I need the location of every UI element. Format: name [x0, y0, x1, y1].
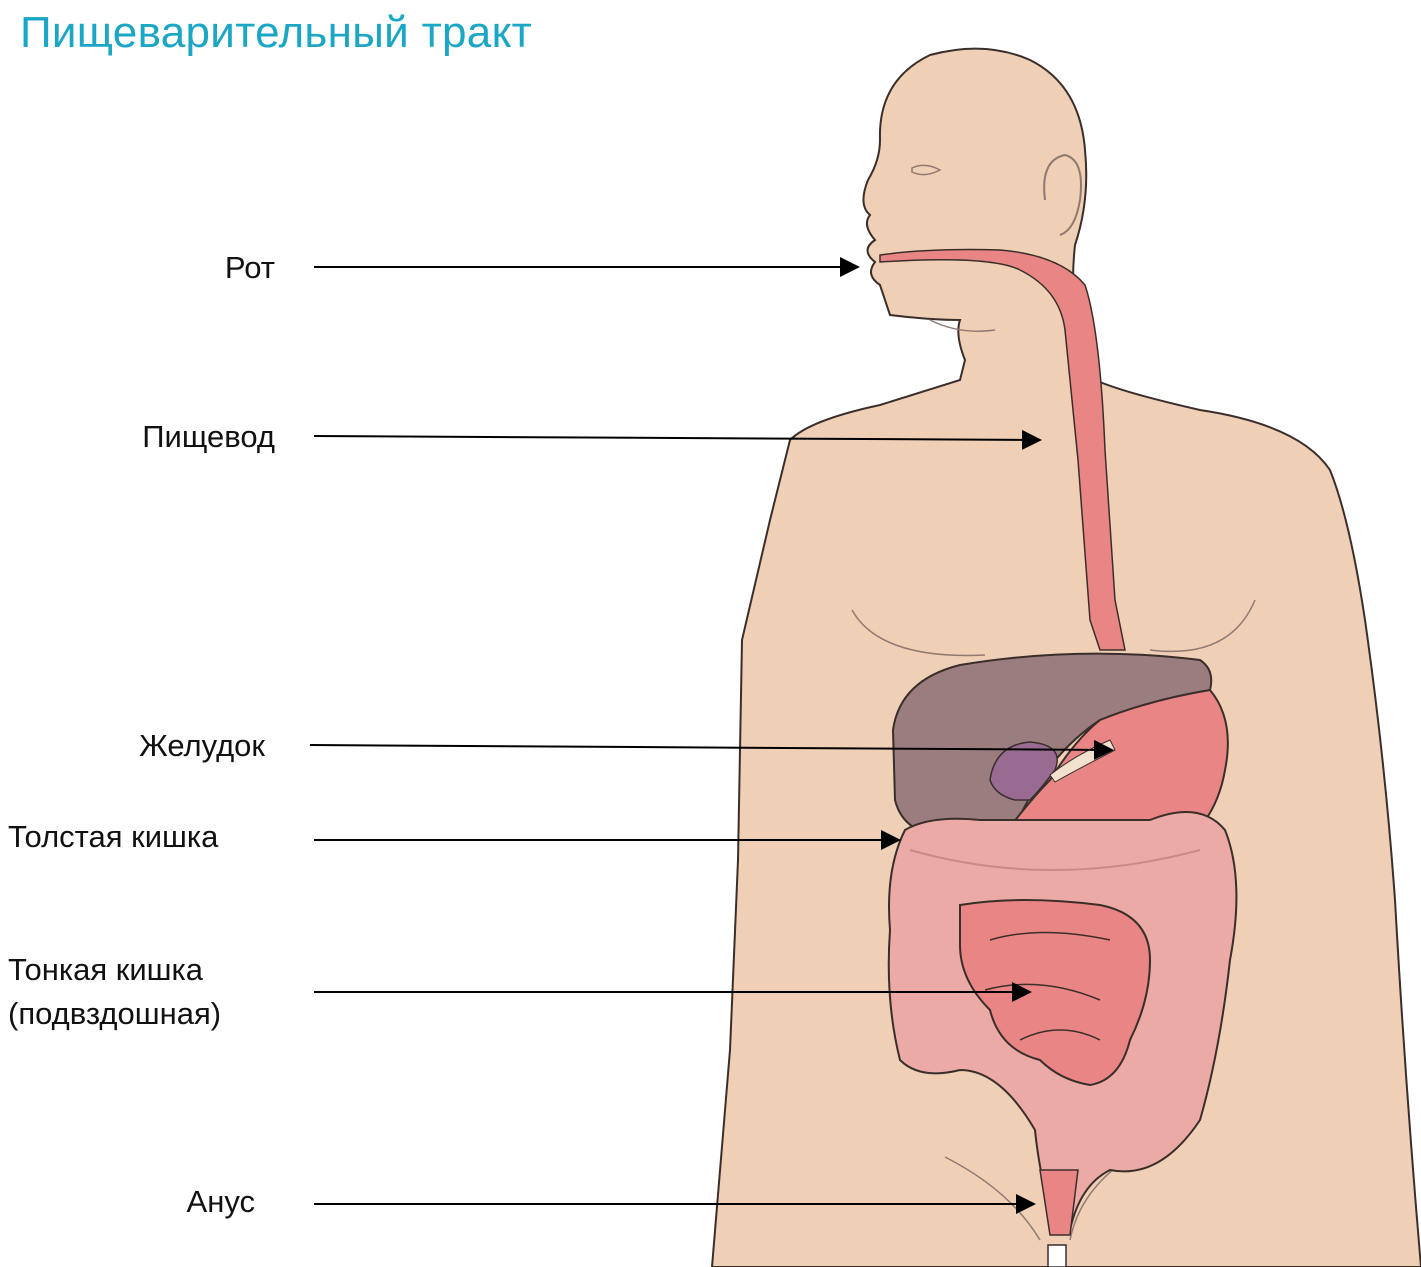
- label-mouth: Рот: [150, 248, 275, 288]
- label-small-intestine-line2: (подвздошная): [8, 994, 221, 1034]
- label-anus: Анус: [120, 1182, 255, 1222]
- label-small-intestine-line1: Тонкая кишка: [8, 950, 203, 990]
- label-esophagus: Пищевод: [80, 417, 275, 457]
- anus-opening: [1048, 1245, 1066, 1267]
- label-stomach: Желудок: [60, 726, 265, 766]
- page-title: Пищеварительный тракт: [20, 8, 532, 58]
- label-large-intestine: Толстая кишка: [8, 817, 218, 857]
